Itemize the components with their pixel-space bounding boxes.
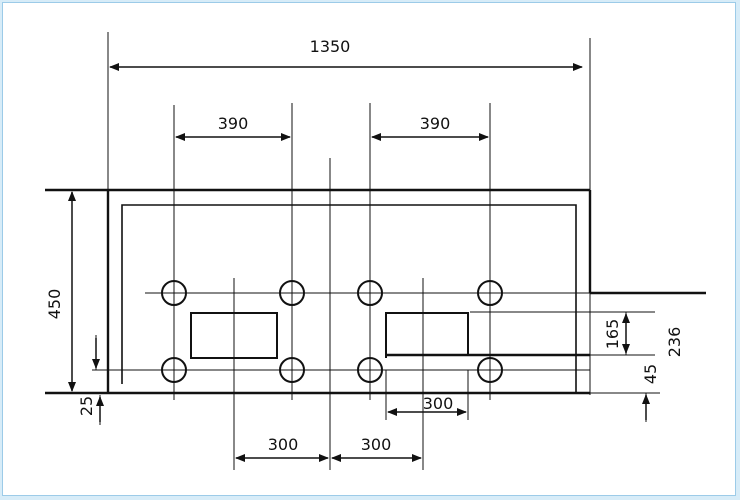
hole — [279, 280, 305, 306]
dim-bottom-span-left: 300 — [268, 435, 299, 454]
dim-bottom-offset: 25 — [77, 396, 96, 416]
hole — [357, 357, 383, 383]
left-opening — [190, 312, 278, 359]
hole — [279, 357, 305, 383]
hole — [477, 357, 503, 383]
hole — [161, 280, 187, 306]
dim-height: 450 — [45, 289, 64, 320]
dim-right-spacing: 390 — [420, 114, 451, 133]
hole — [161, 357, 187, 383]
dim-overall-width: 1350 — [310, 37, 351, 56]
drawing-frame — [2, 2, 736, 496]
extension-lines — [45, 32, 706, 470]
dim-bottom-span-right: 300 — [361, 435, 392, 454]
inner-outline — [121, 204, 577, 393]
dimension-lines — [68, 63, 650, 462]
dim-right-height-b: 236 — [665, 327, 684, 358]
right-opening — [385, 312, 469, 358]
holes — [161, 280, 503, 383]
dim-left-spacing: 390 — [218, 114, 249, 133]
hole — [357, 280, 383, 306]
dim-right-height-c: 45 — [641, 364, 660, 384]
dim-right-height-a: 165 — [603, 319, 622, 350]
hole — [477, 280, 503, 306]
dim-opening-width: 300 — [423, 394, 454, 413]
panel-outline — [45, 188, 706, 395]
